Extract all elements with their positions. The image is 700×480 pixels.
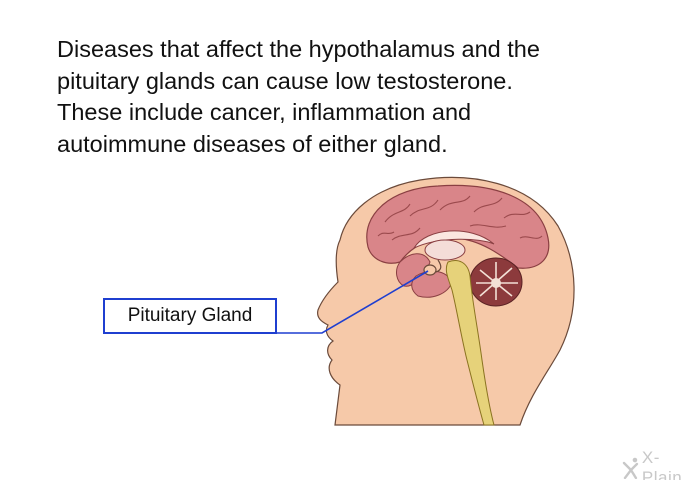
callout-leader-line: [277, 270, 429, 334]
brainstem-spinal-cord: [445, 260, 495, 426]
x-plain-figure-icon: [622, 457, 639, 479]
description-text: Diseases that affect the hypothalamus an…: [57, 34, 677, 160]
description-line: pituitary glands can cause low testoster…: [57, 67, 513, 94]
cerebrum: [366, 184, 550, 269]
cerebellum: [469, 257, 523, 307]
thalamus: [424, 239, 466, 261]
pituitary-gland-label: Pituitary Gland: [103, 298, 277, 334]
description-line: Diseases that affect the hypothalamus an…: [57, 36, 540, 62]
description-line: autoimmune diseases of either gland.: [57, 130, 448, 157]
brand-text: X-Plain: [641, 448, 683, 480]
description-line: These include cancer, inflammation and: [57, 99, 472, 125]
pituitary-gland-label-text: Pituitary Gland: [127, 305, 253, 326]
cortex-folds: [377, 195, 543, 241]
x-plain-logo: X-Plain: [622, 448, 700, 480]
